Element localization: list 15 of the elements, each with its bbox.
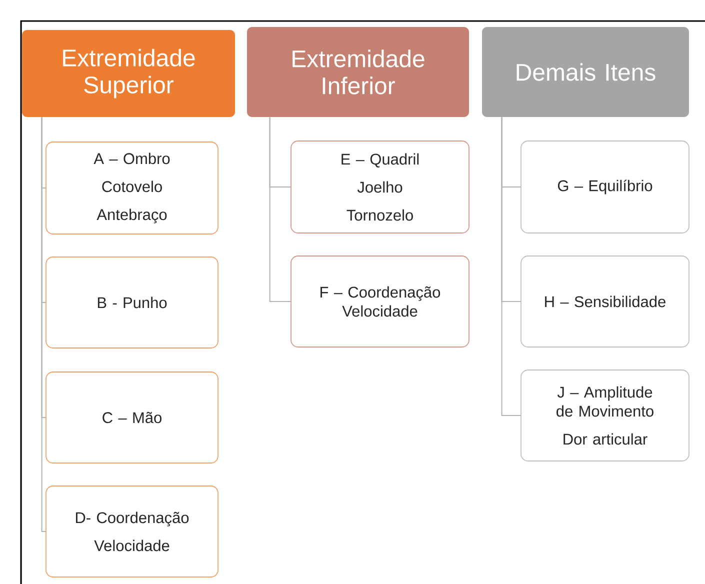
item-box: C – Mão	[46, 372, 218, 464]
item-box: H – Sensibilidade	[520, 256, 690, 348]
category-header: Extremidade Inferior	[247, 27, 469, 117]
item-box: B - Punho	[46, 256, 218, 348]
item-box: J – Amplitude de Movimento Dor articular	[520, 370, 690, 462]
item-box: E – Quadril Joelho Tornozelo	[290, 140, 470, 234]
category-header: Extremidade Superior	[22, 30, 235, 117]
item-box: G – Equilíbrio	[520, 140, 690, 234]
item-box: D- Coordenação Velocidade	[46, 486, 218, 578]
connector	[41, 116, 46, 532]
connector	[269, 116, 292, 302]
category-header: Demais Itens	[482, 27, 689, 117]
item-box: F – Coordenação Velocidade	[290, 256, 470, 348]
item-box: A – Ombro Cotovelo Antebraço	[46, 142, 218, 234]
connector	[501, 116, 522, 416]
